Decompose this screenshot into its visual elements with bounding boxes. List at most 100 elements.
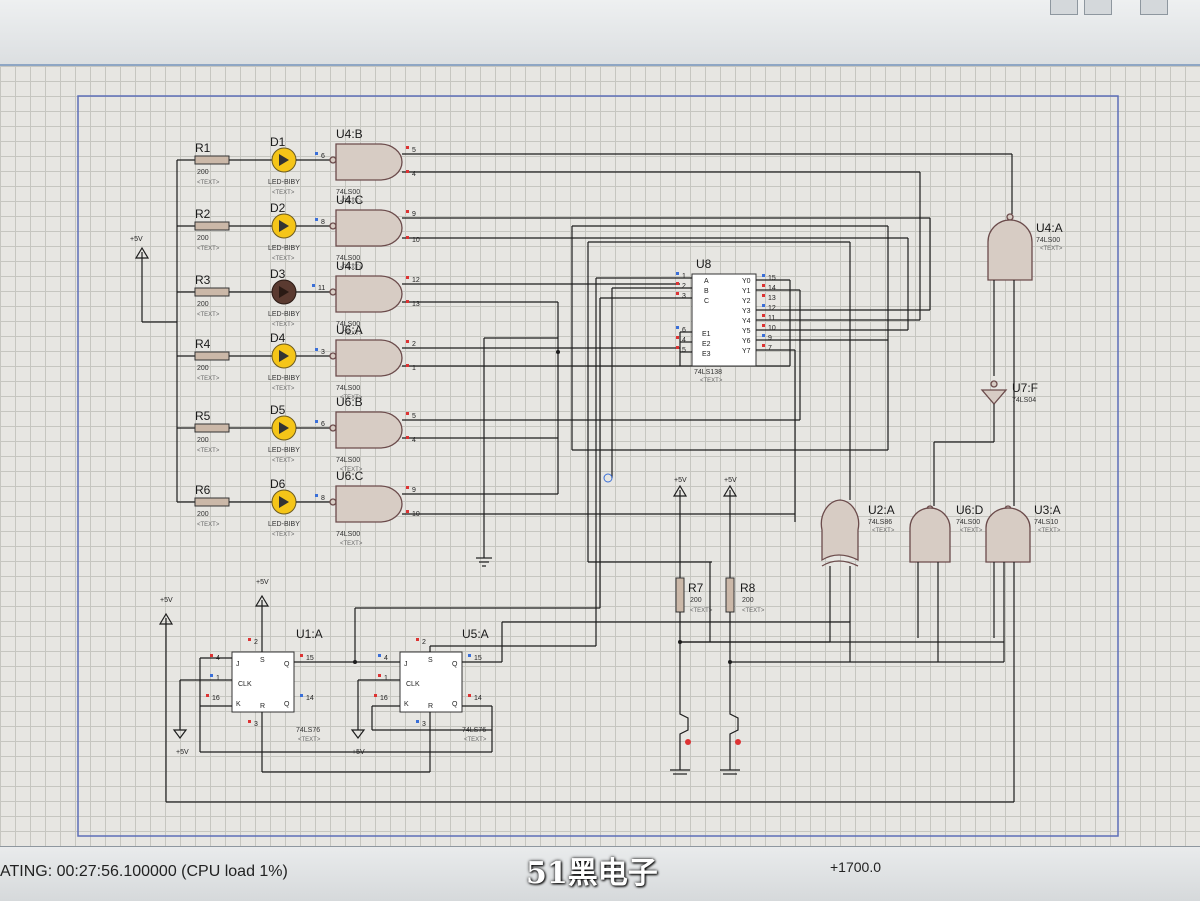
pin-label: Y2 [742,298,751,305]
jk-flipflop-u1a[interactable]: U1:A 74LS76 <TEXT> J CLK K Q Q S R 4 1 1… [212,627,323,743]
pin-label: Q [284,701,290,708]
resistor-r1[interactable] [194,155,230,165]
flipflop-wiring: +5V +5V +5V +5V [158,579,1014,803]
gate-ref: U2:A [868,503,895,517]
gate-model: 74LS00 [336,255,360,262]
toolbar-button[interactable] [1084,0,1112,15]
gate-text: <TEXT> [340,199,363,205]
led-model: LED-BIBY [268,245,300,252]
pin-number: 10 [412,511,420,518]
led-text: <TEXT> [272,386,295,392]
switch-button-icon[interactable] [735,739,741,745]
resistor-r4[interactable] [194,351,230,361]
gate-text: <TEXT> [1038,528,1061,534]
pin-state-marker [406,510,409,513]
gate-text: <TEXT> [340,331,363,337]
toolbar-button[interactable] [1050,0,1078,15]
pin-label: Y5 [742,328,751,335]
gate-text: <TEXT> [1040,246,1063,252]
resistor-r3[interactable] [194,287,230,297]
resistor-r8[interactable]: +5V R8 200 <TEXT> [722,477,765,698]
resistor-value: 200 [197,511,209,518]
nand-gate-u4a[interactable]: U4:A 74LS00 <TEXT> [987,154,1063,281]
nand-gate-u6a[interactable] [335,339,403,377]
gate-ref: U4:C [336,193,364,207]
nand-gate-u6d[interactable]: U6:D 74LS00 <TEXT> [909,503,984,662]
gate-ref: U6:C [336,469,364,483]
pin-number: 14 [474,695,482,702]
power-label: +5V [674,477,687,484]
pin-number: 10 [768,325,776,332]
pin-number: 3 [321,349,325,356]
nand-gate-u4d[interactable] [335,275,403,313]
resistor-value: 200 [690,597,702,604]
pin-label: B [704,288,709,295]
pin-label: C [704,298,709,305]
ff-text: <TEXT> [298,737,321,743]
led-row-4: R4 200 <TEXT> D4 LED-BIBY <TEXT> U6:A 74… [177,323,790,401]
pin-number: 3 [682,293,686,300]
pin-number: 16 [212,695,220,702]
switch-button-icon[interactable] [685,739,691,745]
led-ref: D1 [270,135,286,149]
toolbar-button[interactable] [1140,0,1168,15]
led-row-6: R6 200 <TEXT> D6 LED-BIBY <TEXT> U6:C 74… [177,469,795,547]
pin-state-marker [315,494,318,497]
pin-number: 10 [412,237,420,244]
led-model: LED-BIBY [268,447,300,454]
nand-gate-u3a[interactable]: U3:A 74LS10 <TEXT> [985,503,1061,802]
pin-number: 11 [768,315,775,322]
power-arrow-icon [158,612,174,625]
led-model: LED-BIBY [268,179,300,186]
resistor-r6[interactable] [194,497,230,507]
ground-symbol-icon [476,302,560,567]
pin-state-marker [406,340,409,343]
pin-number: 14 [306,695,314,702]
pin-number: 6 [321,421,325,428]
power-arrow-icon [350,729,366,739]
decoder-u8[interactable]: U8 74LS138 <TEXT> A B C E1 E2 E3 1 2 3 6… [682,257,776,384]
pin-state-marker [762,334,765,337]
pin-number: 12 [412,277,420,284]
resistor-ref: R2 [195,207,211,221]
gate-ref: U4:D [336,259,364,273]
gate-model: 74LS00 [1036,237,1060,244]
pin-label: Q [452,661,458,668]
resistor-r7[interactable]: +5V R7 200 <TEXT> [672,477,713,698]
nand-gate-u6c[interactable] [335,485,403,523]
inverter-u7f[interactable]: U7:F 74LS04 [933,280,1038,506]
pin-label: Q [452,701,458,708]
power-arrow-icon [722,484,738,497]
pin-state-marker [406,236,409,239]
pin-label: CLK [238,681,252,688]
toolbar [0,0,1200,65]
pin-number: 15 [306,655,314,662]
schematic-canvas[interactable]: +5V R1 200 <TEXT> D1 LED-BIBY <TEXT> U4:… [0,64,1200,848]
ff-ref: U5:A [462,627,489,641]
nand-gate-u6b[interactable] [335,411,403,449]
pin-state-marker [406,412,409,415]
resistor-r5[interactable] [194,423,230,433]
pin-number: 4 [682,337,686,344]
resistor-text: <TEXT> [197,312,220,318]
resistor-value: 200 [742,597,754,604]
gate-text: <TEXT> [340,395,363,401]
pin-label: Y1 [742,288,751,295]
nand-gate-u4c[interactable] [335,209,403,247]
decoder-ref: U8 [696,257,712,271]
decoder-text: <TEXT> [700,378,723,384]
pushbutton-switches[interactable] [670,562,1004,775]
gate-model: 74LS00 [336,531,360,538]
pin-state-marker [762,314,765,317]
pin-state-marker [315,420,318,423]
xor-gate-u2a[interactable]: U2:A 74LS86 <TEXT> [820,496,895,662]
pin-state-marker [468,694,471,697]
pin-state-marker [406,276,409,279]
nand-gate-u4b[interactable] [335,143,403,181]
pin-state-marker [416,720,419,723]
resistor-r2[interactable] [194,221,230,231]
led-row-2: R2 200 <TEXT> D2 LED-BIBY <TEXT> U4:C 74… [177,193,930,271]
resistor-ref: R3 [195,273,211,287]
jk-flipflop-u5a[interactable]: U5:A 74LS76 <TEXT> J CLK K Q Q S R 4 1 1… [380,627,489,743]
resistor-text: <TEXT> [197,180,220,186]
